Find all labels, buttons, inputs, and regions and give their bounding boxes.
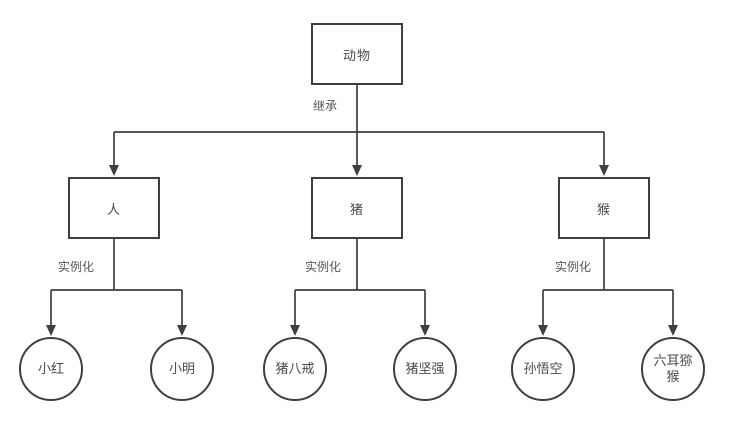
node-monkey-label: 猴 <box>596 201 611 217</box>
edge-label-instantiate-person: 实例化 <box>58 260 95 274</box>
instance-zhubajie-label: 猪八戒 <box>275 360 315 376</box>
node-instance-xiaoming: 小明 <box>150 337 214 401</box>
node-animal-label: 动物 <box>342 47 371 63</box>
node-pig-class: 猪 <box>311 177 403 239</box>
node-instance-liuermihou: 六耳猕猴 <box>641 337 705 401</box>
node-animal-class: 动物 <box>311 23 403 85</box>
connector-pig-to-instances <box>294 239 426 326</box>
arrowhead-monkey <box>599 165 609 176</box>
connector-root-to-classes <box>113 85 605 166</box>
arrowhead-xiaohong <box>46 325 56 336</box>
arrowhead-zhubajie <box>290 325 300 336</box>
node-instance-zhubajie: 猪八戒 <box>263 337 327 401</box>
instance-sunwukong-label: 孙悟空 <box>523 360 563 376</box>
arrowhead-xiaoming <box>177 325 187 336</box>
instance-xiaoming-label: 小明 <box>168 360 195 376</box>
connector-person-to-instances <box>50 239 183 326</box>
edge-label-instantiate-pig: 实例化 <box>305 260 342 274</box>
node-monkey-class: 猴 <box>558 177 650 239</box>
edge-label-instantiate-monkey: 实例化 <box>555 260 592 274</box>
node-pig-label: 猪 <box>349 201 364 217</box>
arrowhead-zhujianqiang <box>420 325 430 336</box>
edge-label-inherit: 继承 <box>313 99 338 113</box>
node-person-class: 人 <box>68 177 160 239</box>
instance-liuermihou-label: 六耳猕猴 <box>653 352 693 384</box>
connector-monkey-to-instances <box>542 239 674 326</box>
node-person-label: 人 <box>106 201 121 217</box>
node-instance-sunwukong: 孙悟空 <box>511 337 575 401</box>
node-instance-zhujianqiang: 猪坚强 <box>393 337 457 401</box>
arrowhead-liuermihou <box>668 325 678 336</box>
arrowhead-pig <box>352 165 362 176</box>
arrowhead-person <box>109 165 119 176</box>
instance-xiaohong-label: 小红 <box>37 360 64 376</box>
node-instance-xiaohong: 小红 <box>19 337 83 401</box>
instance-zhujianqiang-label: 猪坚强 <box>405 360 445 376</box>
arrowhead-sunwukong <box>538 325 548 336</box>
